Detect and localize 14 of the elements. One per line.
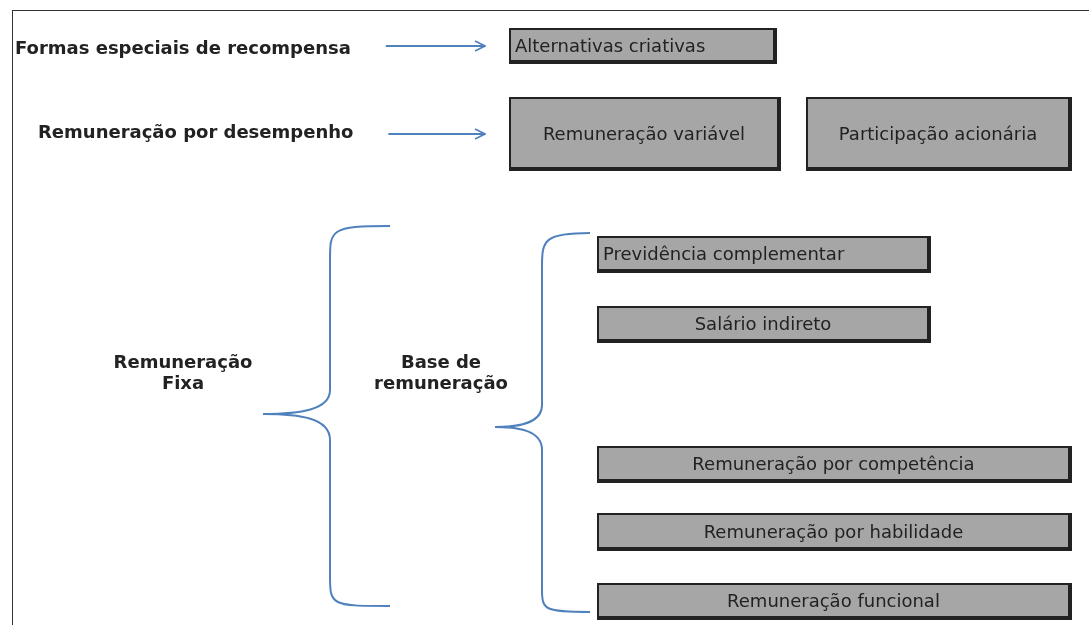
- arrow: [384, 40, 486, 52]
- arrow: [387, 128, 486, 140]
- category-box: Salário indireto: [597, 306, 931, 343]
- category-box: Alternativas criativas: [509, 28, 777, 64]
- heading-label: Base de remuneração: [373, 351, 509, 393]
- heading-label: Formas especiais de recompensa: [15, 36, 351, 58]
- category-box: Remuneração por competência: [597, 446, 1072, 483]
- category-box: Previdência complementar: [597, 236, 931, 273]
- heading-label: Remuneração Fixa: [113, 351, 253, 393]
- category-box: Remuneração funcional: [597, 583, 1072, 620]
- category-box: Remuneração por habilidade: [597, 513, 1072, 551]
- heading-label: Remuneração por desempenho: [38, 120, 354, 142]
- category-box: Participação acionária: [806, 97, 1072, 171]
- category-box: Remuneração variável: [509, 97, 781, 171]
